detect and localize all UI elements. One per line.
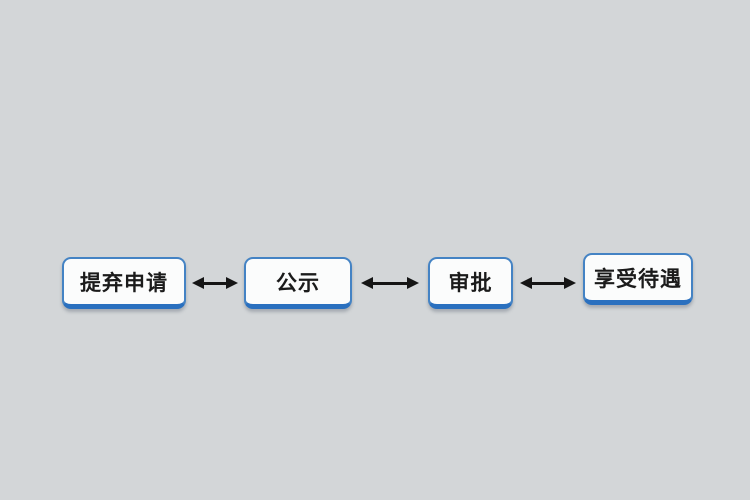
double-headed-arrow-icon	[361, 277, 419, 289]
flow-step-label: 提弃申请	[80, 271, 168, 295]
flow-step-label: 公示	[276, 271, 320, 295]
arrow-shaft	[529, 281, 567, 285]
flow-step-box-application: 提弃申请	[62, 257, 186, 309]
double-headed-arrow-icon	[520, 277, 576, 289]
double-headed-arrow-icon	[192, 277, 238, 289]
arrow-shaft	[370, 281, 410, 285]
connector-gap	[513, 277, 583, 289]
connector-gap	[352, 277, 428, 289]
arrow-shaft	[201, 281, 229, 285]
flow-step-label: 享受待遇	[594, 267, 682, 291]
flow-step-box-benefits: 享受待遇	[583, 253, 693, 305]
flow-step-box-public-notice: 公示	[244, 257, 352, 309]
flowchart: 提弃申请 公示 审批 享受待遇	[62, 253, 693, 309]
connector-gap	[186, 277, 244, 289]
flow-step-box-approval: 审批	[428, 257, 513, 309]
flow-step-label: 审批	[448, 271, 493, 295]
